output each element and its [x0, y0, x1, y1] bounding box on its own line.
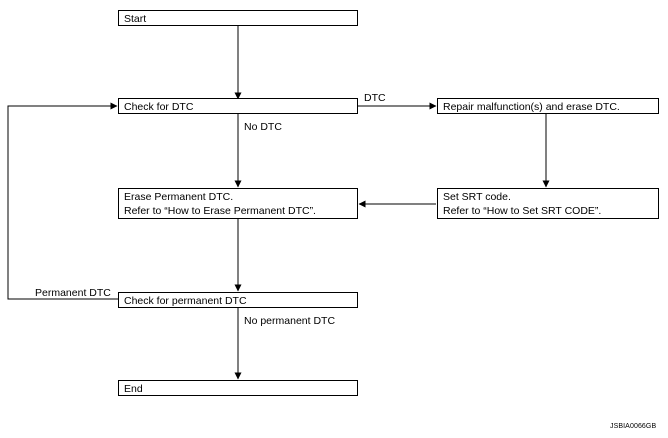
- check-dtc-label: Check for DTC: [124, 101, 194, 113]
- edge-label-no-dtc: No DTC: [244, 121, 282, 133]
- check-permanent-dtc-box: Check for permanent DTC: [118, 292, 358, 308]
- erase-permanent-dtc-box: Erase Permanent DTC. Refer to “How to Er…: [118, 188, 358, 219]
- check-dtc-box: Check for DTC: [118, 98, 358, 114]
- edge-label-permanent-dtc: Permanent DTC: [35, 287, 111, 299]
- edge-label-no-permanent-dtc: No permanent DTC: [244, 315, 336, 327]
- erase-permanent-dtc-line2: Refer to “How to Erase Permanent DTC”.: [124, 205, 316, 217]
- set-srt-code-line2: Refer to “How to Set SRT CODE”.: [443, 205, 602, 217]
- set-srt-code-box: Set SRT code. Refer to “How to Set SRT C…: [437, 188, 659, 219]
- erase-permanent-dtc-line1: Erase Permanent DTC.: [124, 191, 234, 203]
- start-box: Start: [118, 10, 358, 26]
- arrow-loop-back-to-check-dtc: [7, 102, 118, 300]
- check-permanent-dtc-label: Check for permanent DTC: [124, 295, 247, 307]
- end-label: End: [124, 383, 143, 395]
- reference-code: JSBIA0066GB: [610, 423, 657, 430]
- set-srt-code-line1: Set SRT code.: [443, 191, 511, 203]
- repair-box: Repair malfunction(s) and erase DTC.: [437, 98, 659, 114]
- end-box: End: [118, 380, 358, 396]
- start-label: Start: [124, 13, 147, 25]
- repair-label: Repair malfunction(s) and erase DTC.: [443, 101, 620, 113]
- edge-label-dtc: DTC: [364, 92, 386, 104]
